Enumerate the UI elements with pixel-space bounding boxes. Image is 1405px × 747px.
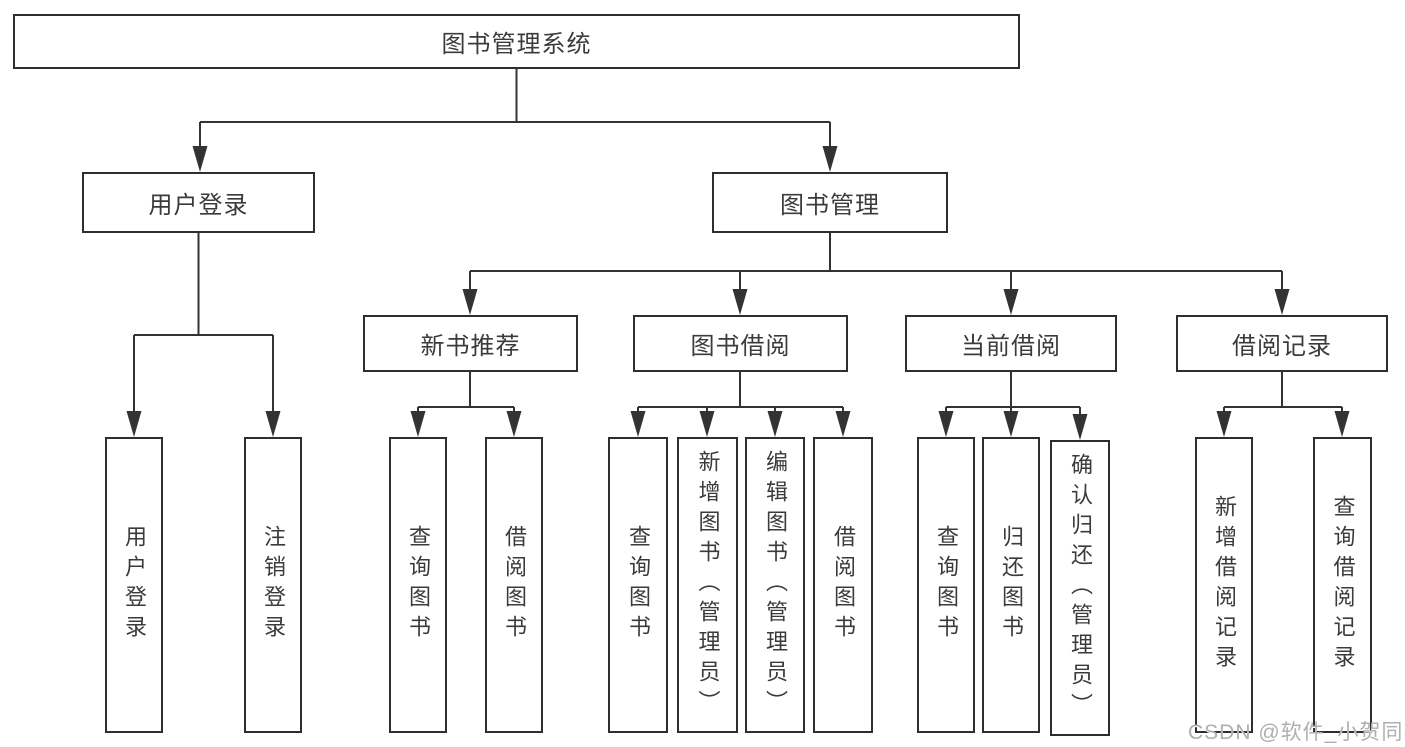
node-label: 用户登录 <box>122 525 147 645</box>
csdn-watermark: CSDN @软件_小贺同学 <box>1188 721 1405 744</box>
arrowhead-icon <box>630 411 646 437</box>
node-label: 借阅图书 <box>502 525 527 645</box>
leaf-query-borrow-record: 查询借阅记录 <box>1313 437 1372 733</box>
node-label: 图书管理 <box>780 192 880 219</box>
node-label: 新增图书（管理员） <box>695 450 721 720</box>
node-label: 新增借阅记录 <box>1212 495 1237 675</box>
node-borrow-records: 借阅记录 <box>1176 315 1388 372</box>
arrowhead-icon <box>265 411 281 437</box>
arrowhead-icon <box>1072 414 1088 440</box>
leaf-user-login: 用户登录 <box>105 437 163 733</box>
arrowhead-icon <box>1216 411 1232 437</box>
leaf-query-books-current: 查询图书 <box>917 437 975 733</box>
leaf-add-books-admin: 新增图书（管理员） <box>677 437 738 733</box>
node-label: 确认归还（管理员） <box>1068 453 1093 723</box>
node-label: 查询图书 <box>406 525 431 645</box>
node-label: 图书管理系统 <box>441 31 592 58</box>
node-label: 当前借阅 <box>961 333 1061 360</box>
arrowhead-icon <box>1334 411 1350 437</box>
arrowhead-icon <box>192 146 208 172</box>
node-label: 借阅图书 <box>831 525 856 645</box>
leaf-borrow-books-recommend: 借阅图书 <box>485 437 543 733</box>
leaf-query-books-borrow: 查询图书 <box>608 437 668 733</box>
node-label: 归还图书 <box>999 525 1024 645</box>
arrowhead-icon <box>1274 289 1290 315</box>
node-label: 图书借阅 <box>690 333 791 360</box>
leaf-add-borrow-record: 新增借阅记录 <box>1195 437 1253 733</box>
node-label: 查询借阅记录 <box>1330 495 1356 675</box>
arrowhead-icon <box>126 411 142 437</box>
connector-book-borrow-group <box>637 372 844 415</box>
arrowhead-icon <box>732 289 748 315</box>
leaf-logout: 注销登录 <box>244 437 302 733</box>
connector-book-mgmt-to-level3 <box>469 233 1283 293</box>
node-label: 编辑图书（管理员） <box>763 450 788 720</box>
node-book-management: 图书管理 <box>712 172 948 233</box>
node-root-system: 图书管理系统 <box>13 14 1020 69</box>
arrowhead-icon <box>938 411 954 437</box>
connector-new-book-group <box>417 372 515 415</box>
arrowhead-icon <box>1003 289 1019 315</box>
node-label: 借阅记录 <box>1232 333 1332 360</box>
node-label: 注销登录 <box>261 525 286 645</box>
arrowhead-icon <box>822 146 838 172</box>
node-new-book-recommend: 新书推荐 <box>363 315 578 372</box>
connector-user-login-subtree <box>133 233 274 415</box>
arrowhead-icon <box>410 411 426 437</box>
arrowhead-icon <box>462 289 478 315</box>
node-current-borrow: 当前借阅 <box>905 315 1117 372</box>
leaf-return-books: 归还图书 <box>982 437 1040 733</box>
arrowhead-icon <box>835 411 851 437</box>
node-user-login: 用户登录 <box>82 172 315 233</box>
node-label: 用户登录 <box>148 192 249 219</box>
arrowhead-icon <box>767 411 783 437</box>
connector-root-to-level2 <box>199 69 831 150</box>
node-label: 查询图书 <box>626 525 651 645</box>
leaf-query-books-recommend: 查询图书 <box>389 437 447 733</box>
node-label: 查询图书 <box>934 525 959 645</box>
arrowhead-icon <box>699 411 715 437</box>
leaf-confirm-return-admin: 确认归还（管理员） <box>1050 440 1110 736</box>
node-label: 新书推荐 <box>420 333 521 360</box>
arrowhead-icon <box>506 411 522 437</box>
node-book-borrow: 图书借阅 <box>633 315 848 372</box>
connector-borrow-record-group <box>1223 372 1343 415</box>
arrowhead-icon <box>1003 411 1019 437</box>
leaf-edit-books-admin: 编辑图书（管理员） <box>745 437 805 733</box>
leaf-borrow-books: 借阅图书 <box>813 437 873 733</box>
